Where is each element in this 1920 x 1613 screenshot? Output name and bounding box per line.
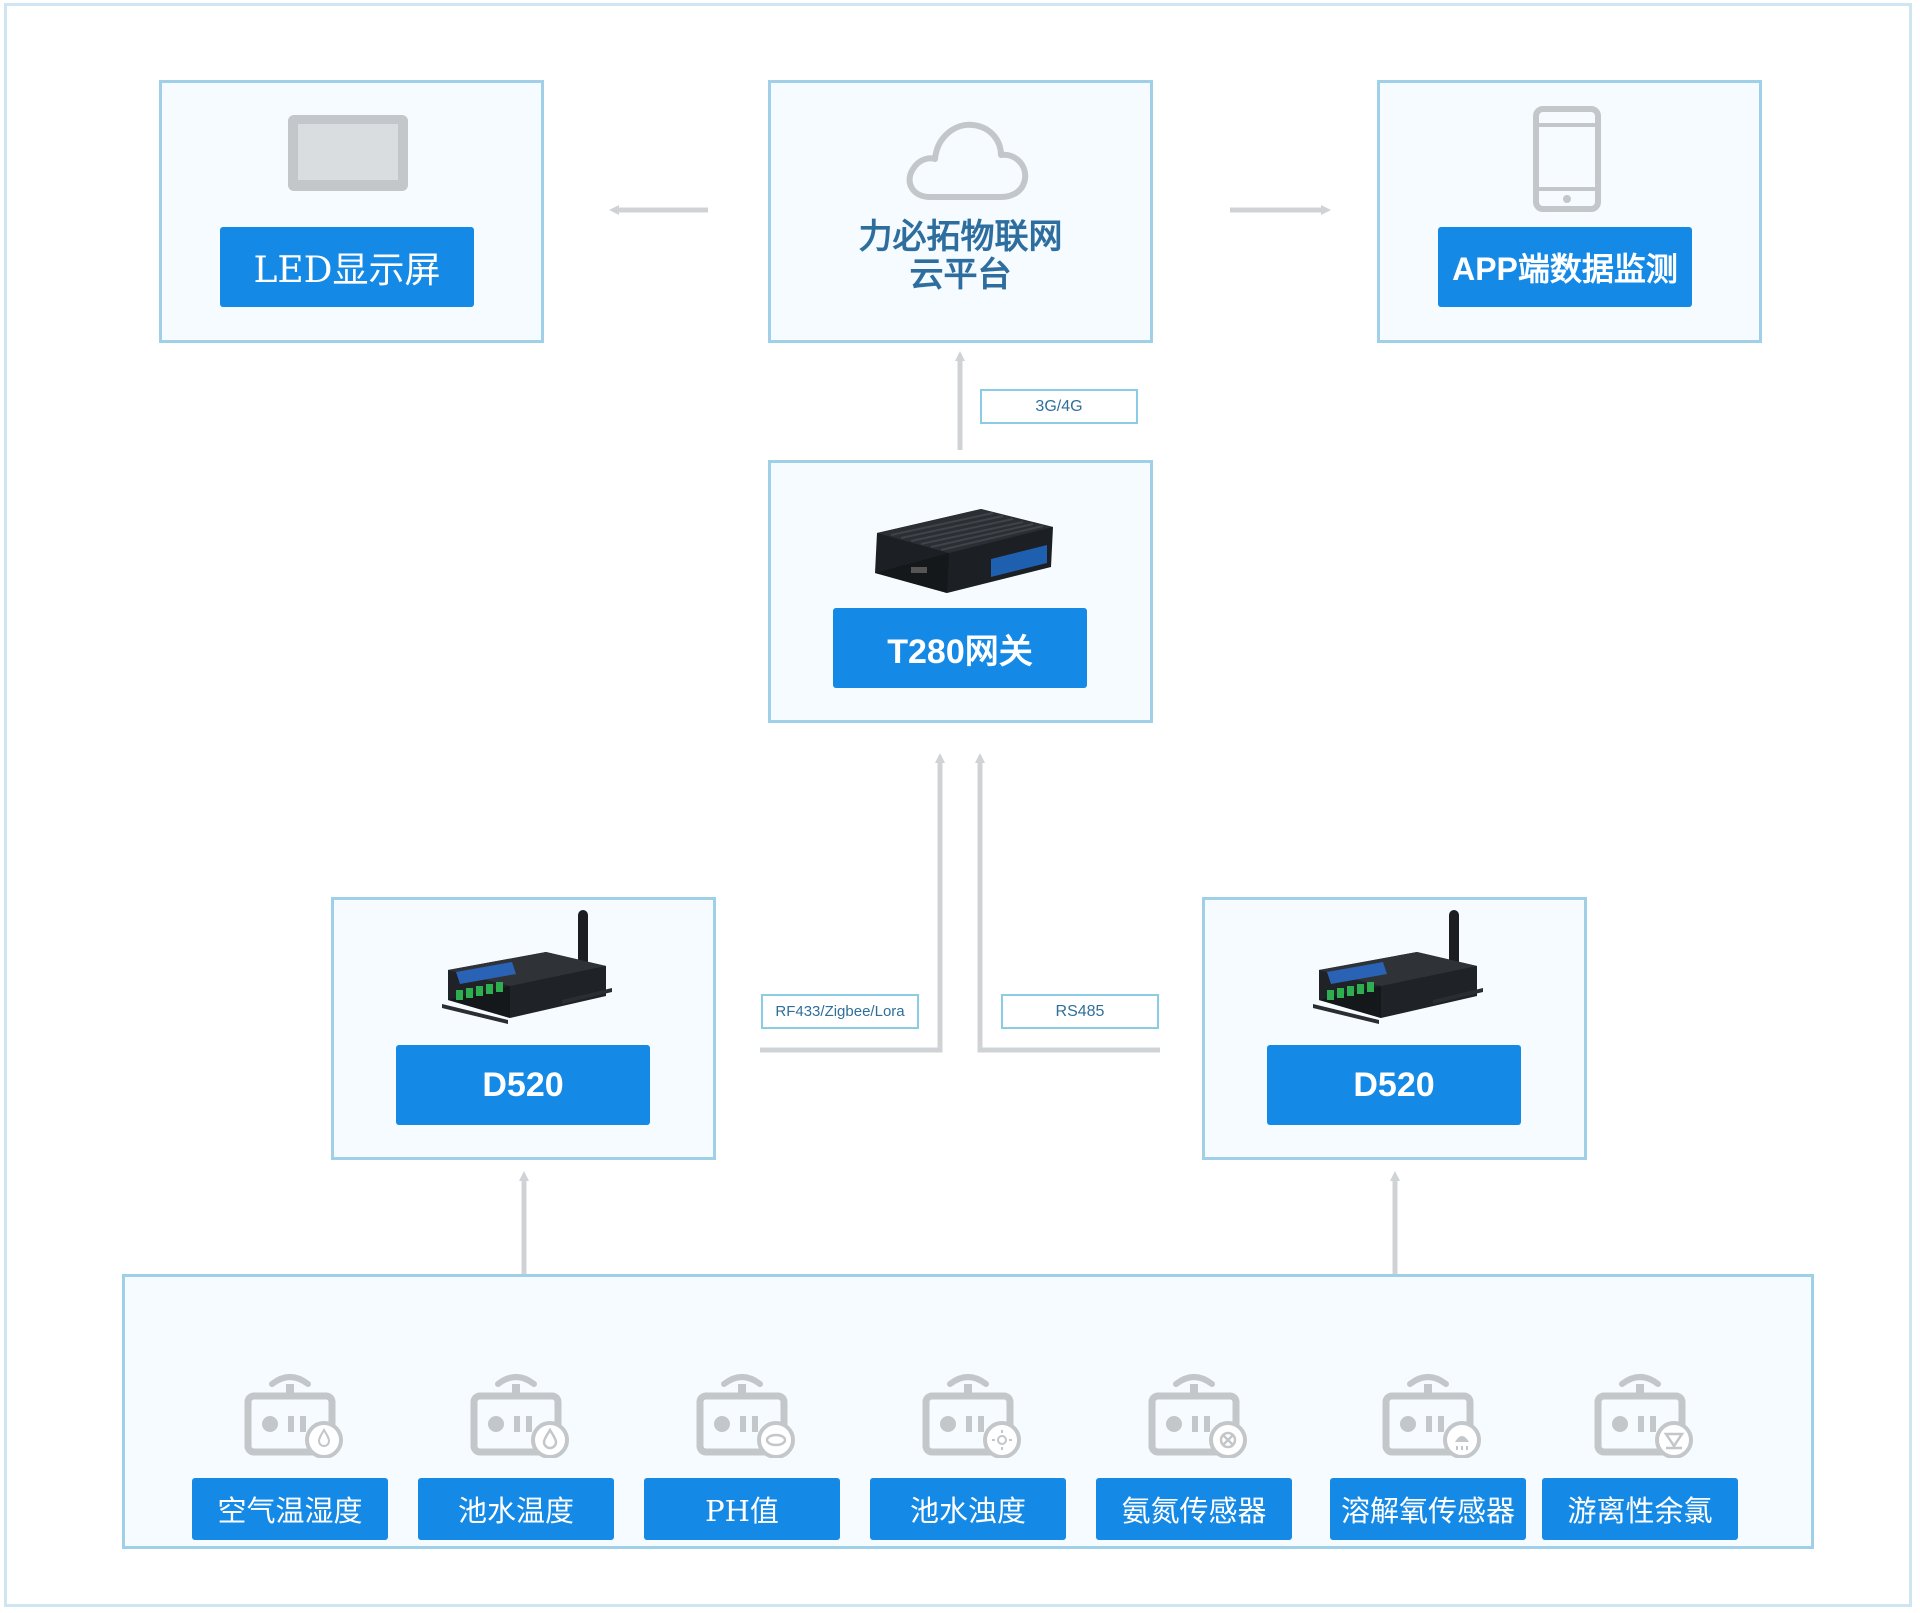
right-node-label: D520: [1267, 1045, 1521, 1125]
wireless-node-device-icon: [442, 910, 612, 1024]
cloud-platform-card: 力必拓物联网 云平台: [768, 80, 1153, 343]
sensor-label: 溶解氧传感器: [1330, 1478, 1526, 1540]
gateway-device-icon: [875, 509, 1053, 593]
monitor-icon: [288, 115, 408, 191]
phone-icon: [1533, 106, 1601, 212]
sensor-icon: [1148, 1370, 1248, 1463]
wireless-node-device-icon: [1313, 910, 1483, 1024]
sensor-label: 氨氮传感器: [1096, 1478, 1292, 1540]
arrow-right-node-to-gateway: [975, 753, 1160, 1053]
serial-link-tag: RS485: [1001, 994, 1159, 1029]
wireless-link-tag: RF433/Zigbee/Lora: [761, 994, 919, 1029]
sensor-icon: [1594, 1370, 1694, 1463]
gateway-card: T280网关: [768, 460, 1153, 723]
outer-frame: [4, 3, 1912, 1607]
arrow-left-node-to-gateway: [760, 753, 945, 1053]
led-display-card: LED显示屏: [159, 80, 544, 343]
sensor-icon: [696, 1370, 796, 1463]
gateway-label: T280网关: [833, 608, 1087, 688]
sensor-icon: [922, 1370, 1022, 1463]
sensor-icon: [470, 1370, 570, 1463]
sensor-icon: [1382, 1370, 1482, 1463]
app-monitoring-label: APP端数据监测: [1438, 227, 1692, 307]
cloud-platform-title-line1: 力必拓物联网: [858, 218, 1063, 256]
network-link-tag: 3G/4G: [980, 389, 1138, 424]
cloud-icon: [906, 121, 1029, 200]
sensor-label: 池水温度: [418, 1478, 614, 1540]
sensor-panel: [122, 1274, 1814, 1549]
sensor-label: 池水浊度: [870, 1478, 1066, 1540]
sensor-label: 空气温湿度: [192, 1478, 388, 1540]
left-node-card: D520: [331, 897, 716, 1160]
right-node-card: D520: [1202, 897, 1587, 1160]
sensor-icon: [244, 1370, 344, 1463]
app-monitoring-card: APP端数据监测: [1377, 80, 1762, 343]
cloud-platform-title-line2: 云平台: [909, 256, 1012, 294]
sensor-label: PH值: [644, 1478, 840, 1540]
left-node-label: D520: [396, 1045, 650, 1125]
sensor-label: 游离性余氯: [1542, 1478, 1738, 1540]
led-display-label: LED显示屏: [220, 227, 474, 307]
